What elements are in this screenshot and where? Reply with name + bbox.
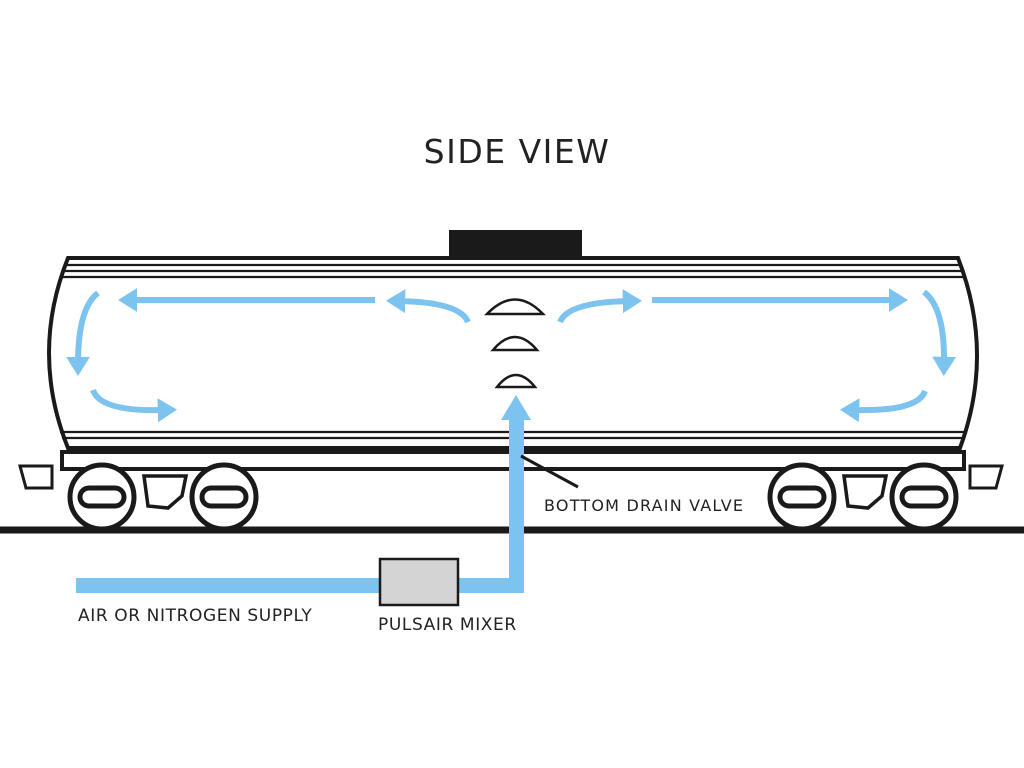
- truck-bolster: [142, 474, 189, 510]
- air-bubbles: [484, 298, 546, 389]
- flow-arrow-icon: [386, 289, 471, 324]
- tank-top-bands: [62, 263, 965, 279]
- axle-box: [77, 485, 127, 509]
- flow-arrow-icon: [90, 388, 177, 423]
- tank-shell: [47, 256, 979, 450]
- axle-box: [199, 485, 249, 509]
- right-truck: [767, 462, 959, 532]
- bubble-icon: [490, 335, 540, 352]
- pulsair-mixer-label: PULSAIR MIXER: [378, 615, 517, 635]
- pulsair-mixer-box: [378, 557, 460, 607]
- supply-pipe-vertical: [509, 420, 524, 593]
- drain-valve-leader-line: [520, 454, 579, 489]
- top-dome: [449, 230, 582, 259]
- left-truck: [67, 462, 259, 532]
- air-supply-label: AIR OR NITROGEN SUPPLY: [78, 606, 312, 626]
- flow-arrow-icon: [557, 289, 642, 324]
- bubble-icon: [484, 298, 546, 316]
- axle-box: [899, 485, 949, 509]
- left-coupler: [18, 464, 54, 490]
- flow-arrows: [66, 288, 957, 423]
- flow-arrow-icon: [922, 289, 957, 376]
- axle-box: [777, 485, 827, 509]
- bubble-icon: [494, 373, 538, 389]
- right-coupler: [968, 464, 1004, 490]
- up-arrow-icon: [501, 395, 531, 420]
- truck-bolster: [842, 474, 889, 510]
- flow-arrow-icon: [840, 389, 928, 423]
- bottom-drain-valve-label: BOTTOM DRAIN VALVE: [544, 496, 744, 515]
- flow-arrow-icon: [66, 290, 100, 376]
- diagram-title: SIDE VIEW: [424, 132, 611, 171]
